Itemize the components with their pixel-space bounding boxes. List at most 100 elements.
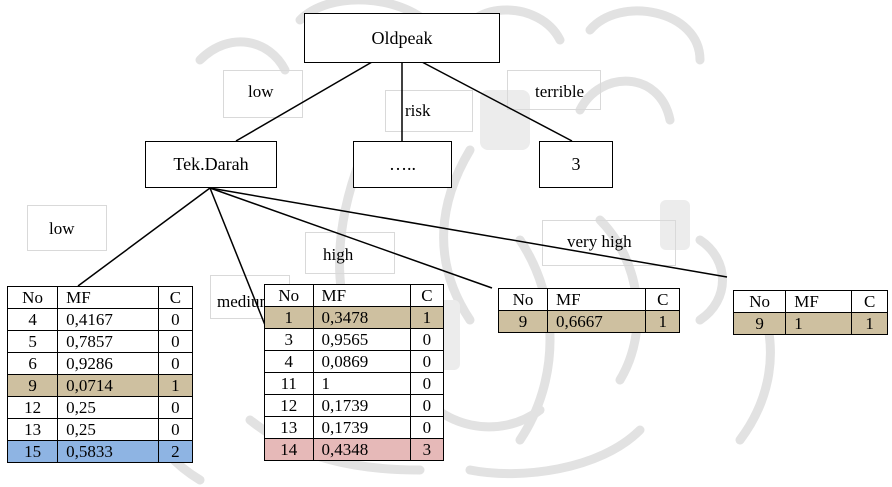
cell-no: 12 [6,396,59,419]
edge-tek-high [209,187,493,289]
cell-c: 0 [157,352,194,375]
cell-mf: 0,4348 [312,438,411,461]
cell-c: 0 [157,330,194,353]
cell-mf: 1 [312,372,411,395]
cell-no: 3 [264,328,314,351]
cell-no: 14 [264,438,314,461]
cell-no: 1 [264,306,314,329]
cell-mf: 1 [785,312,853,335]
cell-no: 11 [264,372,314,395]
cell-no: 6 [6,352,59,375]
middle-label: ….. [389,154,416,174]
cell-c: 1 [851,312,888,335]
edge-root-tekdarah [235,61,373,142]
root-label: Oldpeak [371,27,433,48]
cell-c: 2 [157,440,194,463]
cell-c: 0 [409,328,445,351]
column-header: MF [547,288,647,311]
label-frame [542,220,676,266]
cell-c: 0 [157,418,194,441]
edge-root-right [421,61,573,142]
branch-label-terrible: terrible [535,82,585,101]
column-header: C [851,290,888,313]
column-header: No [6,286,59,309]
cell-mf: 0,0714 [57,374,159,397]
branch-label-low-root: low [248,82,274,101]
cell-mf: 0,25 [57,396,159,419]
cell-mf: 0,6667 [547,310,647,333]
cell-mf: 0,1739 [312,416,411,439]
cell-no: 5 [6,330,59,353]
cell-c: 0 [409,350,445,373]
cell-c: 1 [645,310,680,333]
branch-label-medium: medium [217,292,273,311]
cell-mf: 0,3478 [312,306,411,329]
cell-c: 0 [409,394,445,417]
cell-no: 12 [264,394,314,417]
label-frame [507,70,601,110]
edge-tek-medium [209,187,272,341]
column-header: MF [785,290,853,313]
cell-c: 1 [409,306,445,329]
cell-mf: 0,25 [57,418,159,441]
cell-c: 0 [157,308,194,331]
cell-no: 9 [732,312,787,335]
tek-darah-label: Tek.Darah [173,154,249,174]
branch-label-risk: risk [405,101,431,120]
column-header: C [157,286,194,309]
label-frame [27,205,107,251]
edge-tek-veryhigh [209,187,728,278]
cell-mf: 0,5833 [57,440,159,463]
cell-no: 13 [6,418,59,441]
node-tek-darah: Tek.Darah [145,141,277,188]
column-header: C [645,288,680,311]
label-frame [385,90,473,132]
cell-no: 9 [6,374,59,397]
column-header: No [264,284,314,307]
edge-tek-low [77,187,211,287]
cell-c: 0 [409,372,445,395]
root-node: Oldpeak [304,13,500,63]
cell-mf: 0,9565 [312,328,411,351]
cell-c: 3 [409,438,445,461]
column-header: C [409,284,445,307]
column-header: MF [57,286,159,309]
branch-label-very-high: very high [567,232,632,251]
right-label: 3 [571,154,581,174]
branch-label-low: low [49,219,75,238]
column-header: No [732,290,787,313]
node-right: 3 [539,141,613,188]
cell-c: 0 [157,396,194,419]
cell-c: 0 [409,416,445,439]
cell-mf: 0,0869 [312,350,411,373]
branch-label-high: high [323,245,354,264]
cell-no: 15 [6,440,59,463]
cell-no: 9 [497,310,549,333]
cell-mf: 0,4167 [57,308,159,331]
cell-no: 4 [264,350,314,373]
cell-no: 13 [264,416,314,439]
label-frame [223,70,303,118]
